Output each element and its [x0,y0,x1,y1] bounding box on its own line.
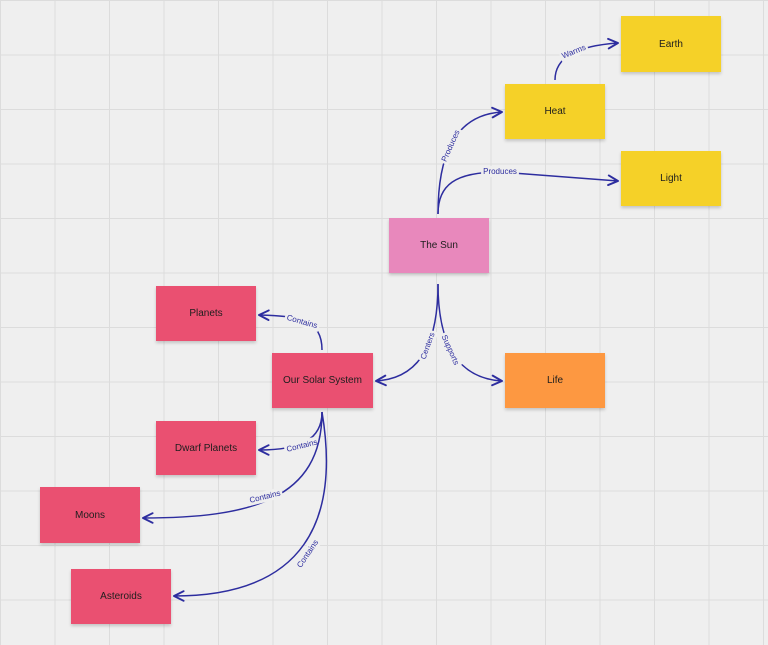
connector-solar-asteroids[interactable] [173,411,328,602]
connector-label-group: Contains [246,486,284,507]
connector-label-group: Produces [481,166,519,178]
sticky-note-sun[interactable]: The Sun [389,218,489,273]
sticky-note-heat[interactable]: Heat [505,84,605,139]
node-label: The Sun [420,240,458,251]
sticky-note-light[interactable]: Light [621,151,721,206]
sticky-note-planets[interactable]: Planets [156,286,256,341]
node-label: Moons [74,509,105,521]
connector-label: Warms [561,43,588,61]
connector-label-group: Contains [283,311,321,332]
connector-label-background [293,535,323,572]
connector-label-background [246,486,284,507]
connector-label-group: Produces [437,126,464,166]
sticky-note-solar-system[interactable]: Our Solar System [272,353,373,408]
connector-label: Contains [295,538,320,569]
node-label: Light [660,173,682,184]
node-label: Dwarf Planets [174,442,238,454]
connector-label-background [283,435,321,456]
node-label: Earth [659,38,683,50]
connector-label: Produces [483,167,517,176]
connector-sun-light[interactable] [437,171,619,215]
node-label: Planets [189,308,223,319]
connector-label: Contains [248,488,281,504]
connector-label-background [283,311,321,332]
node-label: Asteroids [100,591,142,602]
connector-label-background [438,331,463,369]
node-label: Heat [544,106,566,117]
sticky-note-dwarf-planets[interactable]: Dwarf Planets [156,421,256,475]
sticky-note-asteroids[interactable]: Asteroids [71,569,171,624]
connector-label-group: Centers [416,328,439,363]
connector-label-background [416,328,439,363]
connector-label: Contains [285,437,318,453]
connector-label: Centers [419,331,437,360]
sticky-note-earth[interactable]: Earth [621,16,721,72]
sticky-note-life[interactable]: Life [505,353,605,408]
connector-label-group: Contains [293,535,323,572]
connector-label-group: Supports [438,331,463,369]
sticky-note-moons[interactable]: Moons [40,487,140,543]
connector-label-background [481,166,519,178]
connector-label: Contains [286,313,319,330]
node-label: Our Solar System [283,375,362,386]
connector-label-background [437,126,464,166]
connector-label-group: Warms [558,41,590,63]
connector-label-background [558,41,590,63]
node-label: Life [546,375,564,386]
